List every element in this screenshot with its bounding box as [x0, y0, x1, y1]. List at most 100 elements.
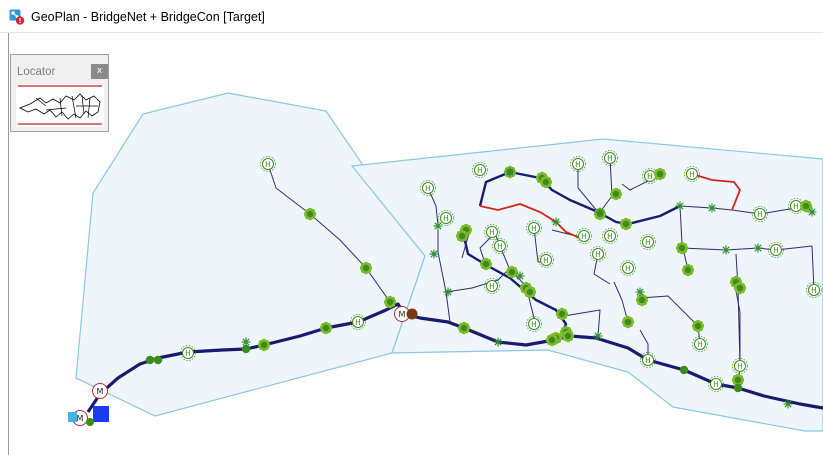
valve-node-icon[interactable] — [675, 241, 689, 255]
junction-star-icon[interactable] — [593, 331, 603, 341]
valve-node-icon[interactable] — [383, 295, 397, 309]
svg-text:H: H — [697, 340, 703, 349]
hydrant-node-icon[interactable]: H — [472, 162, 488, 178]
hydrant-node-icon[interactable]: H — [708, 376, 724, 392]
highlighted-pipe[interactable] — [479, 203, 581, 239]
branch-pipe[interactable] — [811, 245, 815, 291]
hydrant-node-icon[interactable]: H — [576, 228, 592, 244]
close-icon[interactable]: x — [91, 64, 108, 79]
hydrant-node-icon[interactable]: H — [640, 234, 656, 250]
valve-node-icon[interactable] — [457, 321, 471, 335]
svg-text:H: H — [531, 224, 537, 233]
junction-star-icon[interactable] — [675, 201, 685, 211]
hydrant-node-icon[interactable]: H — [492, 238, 508, 254]
trunk-main-pipe[interactable] — [478, 170, 681, 226]
valve-node-icon[interactable] — [799, 199, 813, 213]
junction-star-icon[interactable] — [721, 245, 731, 255]
junction-dot-icon[interactable] — [145, 355, 155, 365]
svg-text:M: M — [77, 414, 84, 423]
locator-overview-map[interactable] — [16, 84, 104, 127]
hydrant-node-icon[interactable]: H — [260, 156, 276, 172]
junction-star-icon[interactable] — [635, 287, 645, 297]
branch-pipe[interactable] — [445, 269, 509, 293]
junction-star-icon[interactable] — [505, 167, 515, 177]
branch-pipe[interactable] — [577, 164, 599, 213]
hydrant-node-icon[interactable]: H — [438, 210, 454, 226]
valve-node-icon[interactable] — [609, 187, 623, 201]
hydrant-node-icon[interactable]: H — [768, 242, 784, 258]
hydrant-node-icon[interactable]: H — [732, 358, 748, 374]
junction-star-icon[interactable] — [433, 221, 443, 231]
hydrant-node-icon[interactable]: H — [806, 282, 822, 298]
hydrant-node-icon[interactable]: H — [602, 150, 618, 166]
hydrant-node-icon[interactable]: H — [350, 314, 366, 330]
highlighted-pipe[interactable] — [691, 173, 742, 211]
control-valve-icon[interactable] — [406, 308, 418, 320]
junction-star-icon[interactable] — [551, 217, 561, 227]
hydrant-node-icon[interactable]: H — [180, 345, 196, 361]
valve-node-icon[interactable] — [653, 167, 667, 181]
junction-dot-icon[interactable] — [153, 355, 163, 365]
junction-star-icon[interactable] — [443, 287, 453, 297]
junction-star-icon[interactable] — [493, 337, 503, 347]
hydrant-node-icon[interactable]: H — [640, 352, 656, 368]
junction-dot-icon[interactable] — [241, 344, 251, 354]
junction-dot-icon[interactable] — [733, 383, 743, 393]
hydrant-node-icon[interactable]: H — [526, 316, 542, 332]
junction-star-icon[interactable] — [515, 271, 525, 281]
source-tank-icon[interactable] — [68, 412, 77, 422]
junction-star-icon[interactable] — [807, 207, 817, 217]
branch-pipe[interactable] — [613, 281, 629, 323]
source-reservoir-icon[interactable] — [93, 406, 109, 422]
branch-pipe[interactable] — [639, 295, 701, 345]
meter-node-icon[interactable]: M — [92, 383, 108, 399]
hydrant-node-icon[interactable]: H — [684, 166, 700, 182]
junction-star-icon[interactable] — [595, 207, 605, 217]
junction-dot-icon[interactable] — [86, 418, 94, 426]
valve-node-icon[interactable] — [561, 329, 575, 343]
valve-node-icon[interactable] — [539, 175, 553, 189]
hydrant-node-icon[interactable]: H — [484, 224, 500, 240]
title-bar[interactable]: GeoPlan - BridgeNet + BridgeCon [Target] — [0, 0, 823, 33]
valve-node-icon[interactable] — [691, 319, 705, 333]
hydrant-node-icon[interactable]: H — [620, 260, 636, 276]
valve-node-icon[interactable] — [681, 263, 695, 277]
valve-node-icon[interactable] — [731, 373, 745, 387]
junction-star-icon[interactable] — [241, 337, 251, 347]
junction-dot-icon[interactable] — [679, 365, 689, 375]
hydrant-node-icon[interactable]: H — [590, 246, 606, 262]
valve-node-icon[interactable] — [733, 281, 747, 295]
valve-node-icon[interactable] — [523, 285, 537, 299]
hydrant-node-icon[interactable]: H — [570, 156, 586, 172]
valve-node-icon[interactable] — [319, 321, 333, 335]
branch-pipe[interactable] — [427, 187, 451, 323]
valve-node-icon[interactable] — [619, 217, 633, 231]
valve-node-icon[interactable] — [621, 315, 635, 329]
hydrant-node-icon[interactable]: H — [602, 228, 618, 244]
junction-star-icon[interactable] — [707, 203, 717, 213]
junction-star-icon[interactable] — [783, 399, 793, 409]
valve-node-icon[interactable] — [555, 307, 569, 321]
branch-pipe[interactable] — [267, 163, 391, 303]
valve-node-icon[interactable] — [479, 257, 493, 271]
valve-node-icon[interactable] — [545, 333, 559, 347]
junction-star-icon[interactable] — [429, 249, 439, 259]
valve-node-icon[interactable] — [303, 207, 317, 221]
hydrant-node-icon[interactable]: H — [484, 278, 500, 294]
valve-node-icon[interactable] — [455, 229, 469, 243]
branch-pipe[interactable] — [593, 253, 611, 285]
branch-pipe[interactable] — [563, 309, 601, 337]
hydrant-node-icon[interactable]: H — [752, 206, 768, 222]
valve-node-icon[interactable] — [359, 261, 373, 275]
hydrant-node-icon[interactable]: H — [538, 252, 554, 268]
valve-node-icon[interactable] — [635, 293, 649, 307]
valve-node-icon[interactable] — [257, 338, 271, 352]
hydrant-node-icon[interactable]: H — [526, 220, 542, 236]
hydrant-node-icon[interactable]: H — [692, 336, 708, 352]
svg-text:H: H — [645, 238, 651, 247]
hydrant-node-icon[interactable]: H — [420, 180, 436, 196]
junction-star-icon[interactable] — [753, 243, 763, 253]
locator-panel[interactable]: Locator x — [10, 54, 109, 132]
